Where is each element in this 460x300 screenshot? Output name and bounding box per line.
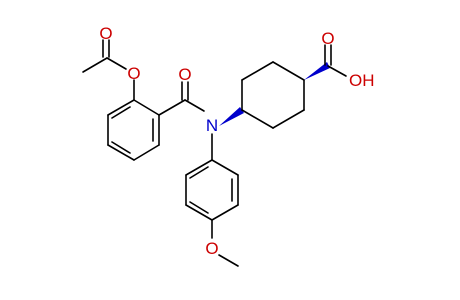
benzoyl-ring — [107, 99, 160, 161]
ring-bond — [241, 61, 274, 81]
methoxyphenyl-ring — [185, 159, 239, 221]
ring-bond — [211, 159, 239, 176]
acetoxy-group — [82, 39, 135, 101]
ring-bond — [107, 99, 135, 116]
amide-group — [158, 81, 213, 161]
atom-label-ester-oxygen: O — [127, 64, 140, 83]
bond-ring-amide-carbon — [158, 99, 186, 116]
carboxylic-acid-group — [324, 44, 347, 77]
bond-methoxy-oxygen-methyl — [218, 254, 239, 267]
bond-acid-hydroxyl — [327, 65, 347, 77]
ring-inner-bond — [111, 141, 131, 154]
bond-carbonyl-ester-oxygen — [106, 57, 127, 70]
atom-label-acid-carbonyl-oxygen: O — [321, 29, 334, 48]
wedge-bond-cyclohexyl-acid — [304, 62, 330, 80]
cyclohexane-ring — [241, 61, 305, 129]
ring-bond — [272, 61, 305, 81]
atom-label-acid-hydroxyl: OH — [349, 71, 375, 90]
atom-label-amide-oxygen: O — [178, 65, 191, 84]
ring-bond — [133, 144, 160, 161]
ring-bond — [211, 204, 239, 221]
ring-bond — [107, 144, 135, 161]
atom-label-methoxy-oxygen: O — [205, 239, 218, 258]
ring-bond — [185, 204, 213, 221]
atom-label-amide-nitrogen: N — [206, 116, 218, 135]
ring-inner-bond — [189, 201, 209, 214]
ring-bond — [241, 109, 274, 129]
ring-bond — [133, 99, 160, 116]
ring-inner-bond — [111, 106, 131, 119]
ring-bond — [185, 159, 213, 176]
ring-inner-bond — [189, 166, 209, 179]
ring-bond — [272, 109, 305, 129]
bond-methyl-carbonyl — [82, 57, 108, 73]
methoxy-group — [211, 219, 239, 267]
atom-label-carbonyl-oxygen-acetyl: O — [99, 24, 112, 43]
wedge-bond-nitrogen-cyclohexyl — [219, 107, 244, 126]
bond-amide-carbon-nitrogen — [184, 99, 205, 112]
